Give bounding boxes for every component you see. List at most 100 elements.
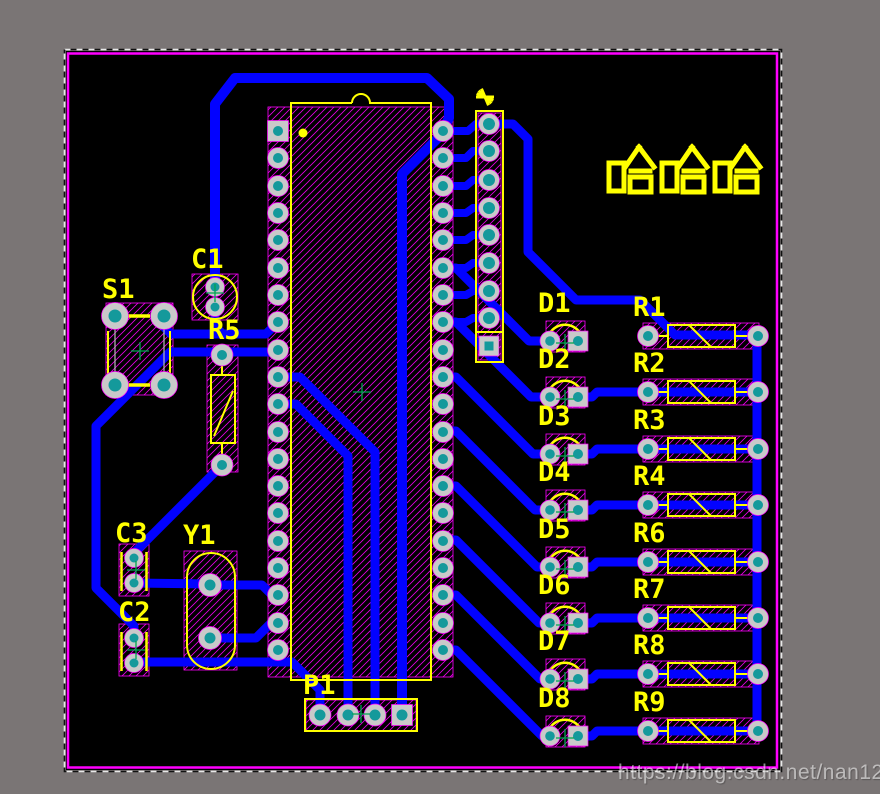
pad[interactable] [637,663,659,685]
c3-symbol[interactable] [120,552,148,591]
refdes-label-D5[interactable]: D5 [538,514,571,545]
copper-trace[interactable] [273,372,380,713]
pad[interactable] [198,626,222,650]
pad[interactable] [432,612,454,634]
pad[interactable] [637,551,659,573]
pad[interactable] [267,421,289,443]
refdes-label-P1[interactable]: P1 [303,670,336,701]
pad[interactable] [539,330,561,352]
pad[interactable] [539,386,561,408]
s1-symbol[interactable] [127,314,150,387]
pad[interactable] [747,663,769,685]
pad[interactable] [432,502,454,524]
pad[interactable] [267,639,289,661]
pad[interactable] [747,438,769,460]
pad[interactable] [432,366,454,388]
pad[interactable] [747,607,769,629]
pad[interactable] [432,175,454,197]
y1-outline[interactable] [186,552,236,670]
pad[interactable] [478,113,500,135]
refdes-label-R3[interactable]: R3 [633,405,666,436]
pad-square[interactable] [567,330,589,352]
refdes-label-C1[interactable]: C1 [191,244,224,275]
pad[interactable] [747,551,769,573]
pad[interactable] [432,229,454,251]
pad[interactable] [432,202,454,224]
pad[interactable] [267,284,289,306]
pad[interactable] [101,371,129,399]
pad[interactable] [637,325,659,347]
refdes-label-D6[interactable]: D6 [538,570,571,601]
pad[interactable] [747,720,769,742]
pad-square[interactable] [391,704,413,726]
copper-trace[interactable] [129,657,325,717]
pad[interactable] [539,612,561,634]
pad-square[interactable] [567,386,589,408]
pad[interactable] [267,339,289,361]
pad[interactable] [267,530,289,552]
pad[interactable] [478,224,500,246]
refdes-label-R5[interactable]: R5 [208,315,241,346]
pad[interactable] [101,302,129,330]
copper-trace[interactable] [210,303,237,339]
pad[interactable] [150,371,178,399]
pad[interactable] [210,343,234,367]
pad[interactable] [432,584,454,606]
pad[interactable] [267,175,289,197]
pad[interactable] [432,257,454,279]
refdes-label-D7[interactable]: D7 [538,626,571,657]
pad[interactable] [747,494,769,516]
pad[interactable] [539,556,561,578]
refdes-label-R1[interactable]: R1 [633,292,666,323]
pad[interactable] [124,548,144,568]
refdes-label-C2[interactable]: C2 [118,597,151,628]
board-silkscreen-text[interactable] [606,143,764,195]
y1-region[interactable] [183,550,238,671]
pad[interactable] [478,140,500,162]
pad-square[interactable] [478,335,500,357]
pad[interactable] [267,311,289,333]
connector-marker-asterisk[interactable] [476,88,494,106]
copper-trace[interactable] [210,73,454,297]
board-outline[interactable] [66,52,779,769]
pad[interactable] [267,557,289,579]
pad[interactable] [432,448,454,470]
refdes-label-D4[interactable]: D4 [538,457,571,488]
pad[interactable] [198,573,222,597]
pad[interactable] [432,475,454,497]
pad[interactable] [267,366,289,388]
pad[interactable] [539,499,561,521]
pad[interactable] [308,703,332,727]
pad[interactable] [637,494,659,516]
refdes-label-R6[interactable]: R6 [633,518,666,549]
pad[interactable] [267,147,289,169]
pad[interactable] [124,653,144,673]
pad[interactable] [267,612,289,634]
refdes-label-C3[interactable]: C3 [115,518,148,549]
pad[interactable] [267,502,289,524]
pad[interactable] [432,557,454,579]
pad[interactable] [637,381,659,403]
refdes-label-D8[interactable]: D8 [538,683,571,714]
pad[interactable] [336,703,360,727]
pad[interactable] [267,448,289,470]
p1-outline[interactable] [304,698,418,732]
refdes-label-R8[interactable]: R8 [633,630,666,661]
pad[interactable] [747,381,769,403]
pad-square[interactable] [567,499,589,521]
header-pin1-outline[interactable] [475,331,504,363]
refdes-label-R7[interactable]: R7 [633,574,666,605]
s1-symbol[interactable] [107,331,171,374]
pad[interactable] [478,197,500,219]
pad[interactable] [478,252,500,274]
pad[interactable] [124,573,144,593]
pad[interactable] [432,284,454,306]
c1-outline[interactable] [192,274,238,320]
pad[interactable] [205,297,225,317]
copper-trace[interactable] [397,128,448,713]
pad[interactable] [478,307,500,329]
refdes-label-Y1[interactable]: Y1 [183,520,216,551]
pad[interactable] [747,325,769,347]
pad[interactable] [363,703,387,727]
